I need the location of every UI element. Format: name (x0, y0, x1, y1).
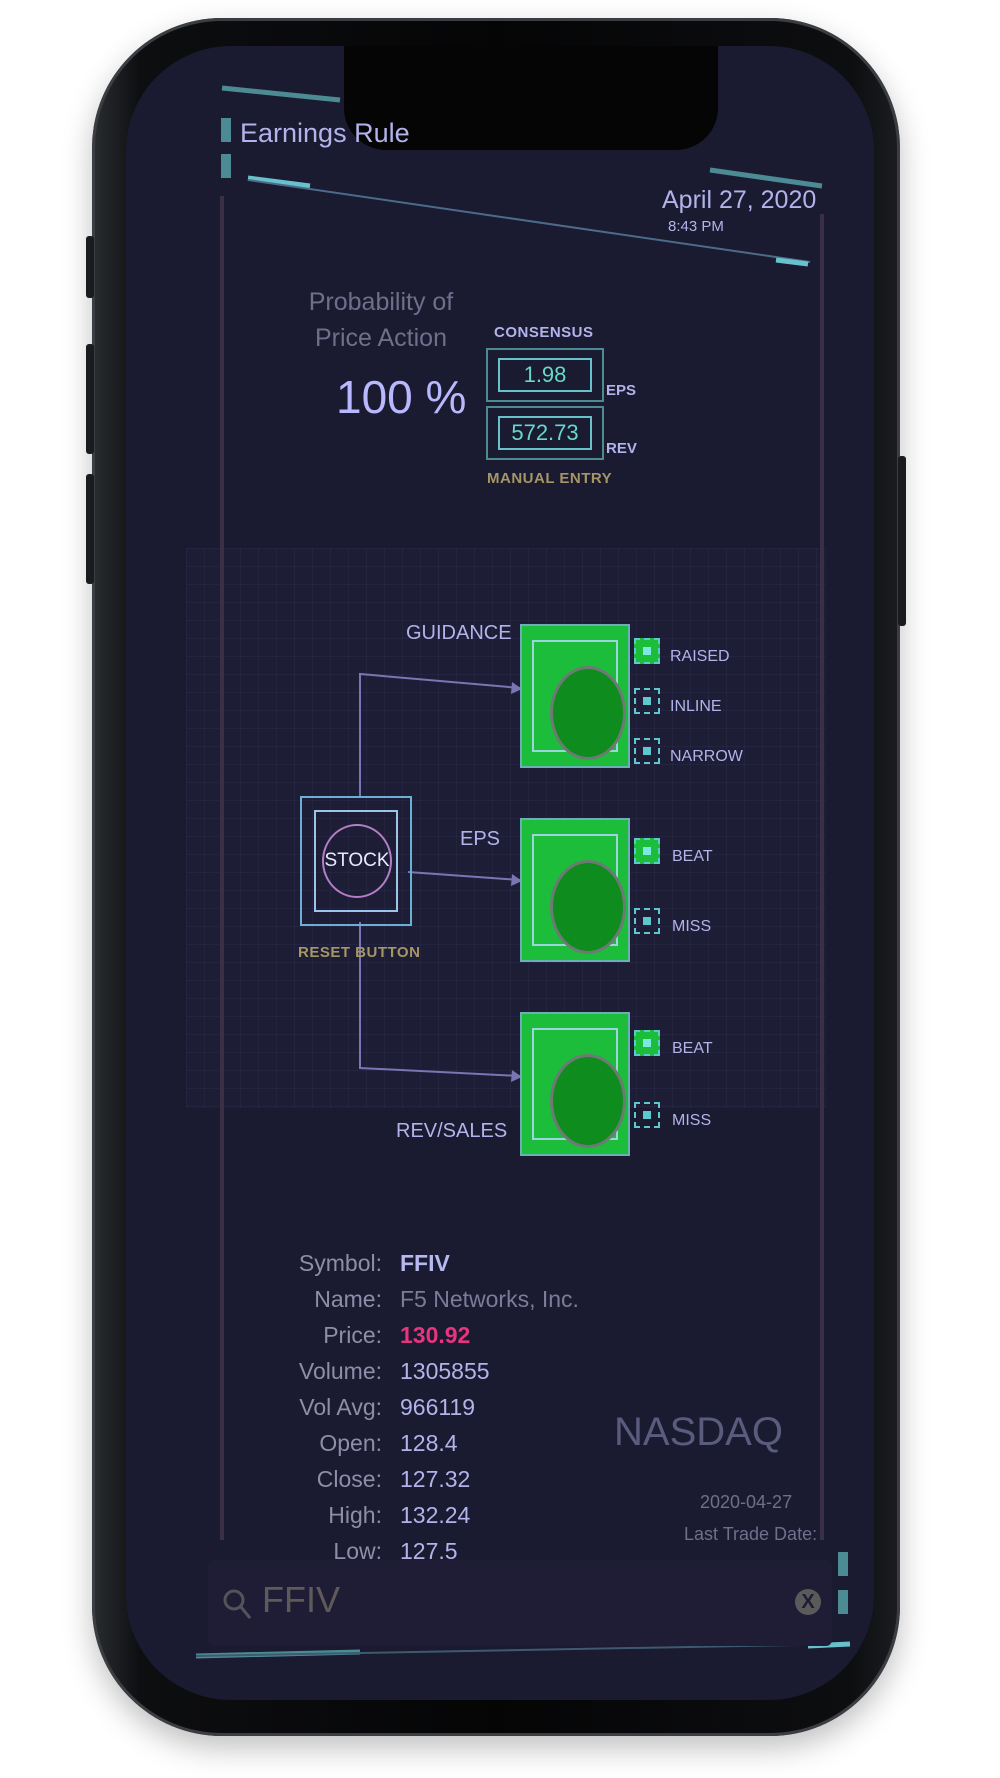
exchange-label: NASDAQ (614, 1410, 783, 1454)
rev-input[interactable]: 572.73 (498, 416, 592, 450)
rev-sales-label: REV/SALES (396, 1120, 508, 1142)
rev-miss-checkbox[interactable] (634, 1102, 660, 1128)
search-input[interactable] (260, 1578, 744, 1622)
rev-unit-label: REV (606, 440, 637, 457)
eps-beat-checkbox[interactable] (634, 838, 660, 864)
eps-section-label: EPS (460, 828, 501, 850)
eps-beat-label: BEAT (672, 848, 713, 865)
search-icon (223, 1589, 252, 1619)
symbol-value: FFIV (400, 1250, 450, 1276)
eps-box: 1.98 (486, 348, 604, 402)
guidance-raised-checkbox[interactable] (634, 638, 660, 664)
name-value: F5 Networks, Inc. (400, 1286, 579, 1312)
phone-silent-switch (86, 236, 94, 298)
eps-input[interactable]: 1.98 (498, 358, 592, 392)
low-value: 127.5 (400, 1538, 458, 1564)
search-bar: X (208, 1560, 832, 1646)
probability-value: 100 % (336, 371, 467, 423)
eps-miss-checkbox[interactable] (634, 908, 660, 934)
open-value: 128.4 (400, 1430, 458, 1456)
low-key: Low: (333, 1538, 382, 1564)
rev-beat-checkbox[interactable] (634, 1030, 660, 1056)
stock-label: STOCK (322, 824, 392, 898)
consensus-heading: CONSENSUS (494, 324, 594, 341)
close-value: 127.32 (400, 1466, 471, 1492)
guidance-narrow-label: NARROW (670, 748, 743, 765)
guidance-narrow-checkbox[interactable] (634, 738, 660, 764)
rev-miss-label: MISS (672, 1112, 712, 1129)
manual-entry-label: MANUAL ENTRY (487, 470, 613, 487)
app-title: Earnings Rule (240, 118, 410, 148)
high-key: High: (328, 1502, 382, 1528)
last-trade-date-value: 2020-04-27 (700, 1492, 793, 1512)
phone-power (898, 456, 906, 626)
stock-reset-button[interactable]: STOCK (300, 796, 412, 926)
reset-button-label: RESET BUTTON (298, 944, 421, 961)
header-date: April 27, 2020 (662, 186, 817, 214)
phone-notch (344, 46, 718, 150)
price-value: 130.92 (400, 1322, 471, 1348)
guidance-label: GUIDANCE (406, 622, 512, 644)
eps-switch[interactable] (520, 818, 630, 962)
symbol-key: Symbol: (298, 1250, 382, 1276)
guidance-raised-label: RAISED (670, 648, 730, 665)
clear-search-button[interactable]: X (795, 1589, 821, 1615)
header-time: 8:43 PM (668, 218, 724, 235)
eps-miss-label: MISS (672, 918, 712, 935)
guidance-inline-checkbox[interactable] (634, 688, 660, 714)
last-trade-date-label: Last Trade Date: (684, 1524, 818, 1544)
close-key: Close: (316, 1466, 382, 1492)
vol-avg-key: Vol Avg: (299, 1394, 382, 1420)
phone-volume-up (86, 344, 94, 454)
rev-box: 572.73 (486, 406, 604, 460)
guidance-switch[interactable] (520, 624, 630, 768)
vol-avg-value: 966119 (400, 1394, 476, 1420)
phone-volume-down (86, 474, 94, 584)
eps-unit-label: EPS (606, 382, 637, 399)
name-key: Name: (314, 1286, 382, 1312)
rev-beat-label: BEAT (672, 1040, 713, 1057)
decision-grid-background (186, 548, 826, 1108)
open-key: Open: (319, 1430, 382, 1456)
guidance-inline-label: INLINE (670, 698, 722, 715)
high-value: 132.24 (400, 1502, 471, 1528)
rev-switch[interactable] (520, 1012, 630, 1156)
probability-label: Probability of Price Action (308, 288, 454, 352)
price-key: Price: (323, 1322, 382, 1348)
volume-key: Volume: (298, 1358, 382, 1384)
volume-value: 1305855 (400, 1358, 490, 1384)
